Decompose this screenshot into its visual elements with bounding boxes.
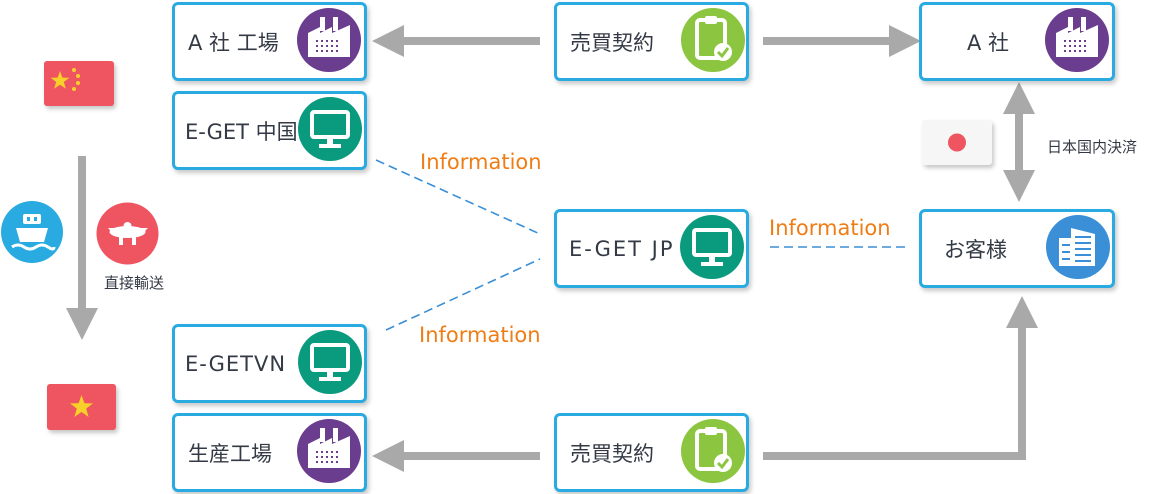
- contract-top-label: 売買契約: [570, 30, 654, 55]
- clipboard-check-icon: [680, 7, 746, 77]
- customer-box: お客様: [919, 209, 1115, 288]
- a-factory-box: A 社 工場: [172, 2, 367, 81]
- china-flag-icon: [44, 61, 114, 106]
- production-factory-box: 生産工場: [172, 413, 367, 492]
- eget-vn-label: E-GETVN: [185, 351, 287, 376]
- contract-bottom-label: 売買契約: [570, 441, 654, 466]
- domestic-settlement-label: 日本国内決済: [1047, 138, 1138, 156]
- info-label-china: Information: [420, 150, 542, 174]
- eget-china-box: E-GET 中国: [172, 91, 367, 170]
- eget-vn-box: E-GETVN: [172, 324, 367, 403]
- building-icon: [1045, 214, 1111, 284]
- customer-label: お客様: [944, 237, 1007, 262]
- info-label-vn: Information: [419, 323, 541, 347]
- direct-transport-label: 直接輸送: [104, 274, 165, 292]
- info-line-vn: [385, 258, 541, 331]
- arrow-contract-to-customer: [763, 296, 1038, 460]
- monitor-icon: [297, 329, 363, 399]
- ship-icon: [0, 200, 64, 264]
- monitor-icon: [679, 214, 745, 284]
- info-line-china: [375, 159, 541, 235]
- clipboard-check-icon: [680, 418, 746, 488]
- factory-icon: [1044, 7, 1110, 77]
- airplane-icon: [96, 202, 159, 265]
- production-factory-label: 生産工場: [188, 441, 272, 466]
- eget-jp-box: E-GET JP: [554, 209, 749, 288]
- a-factory-label: A 社 工場: [188, 30, 279, 55]
- contract-top-box: 売買契約: [554, 2, 749, 81]
- a-company-label: A 社: [967, 30, 1010, 55]
- contract-bottom-box: 売買契約: [554, 413, 749, 492]
- factory-icon: [296, 418, 362, 488]
- info-label-customer: Information: [769, 216, 891, 240]
- japan-flag-icon: [922, 120, 992, 165]
- factory-icon: [296, 7, 362, 77]
- vietnam-flag-icon: [47, 384, 116, 430]
- eget-china-label: E-GET 中国: [185, 119, 298, 144]
- monitor-icon: [297, 96, 363, 166]
- a-company-box: A 社: [919, 2, 1115, 81]
- eget-jp-label: E-GET JP: [569, 236, 675, 261]
